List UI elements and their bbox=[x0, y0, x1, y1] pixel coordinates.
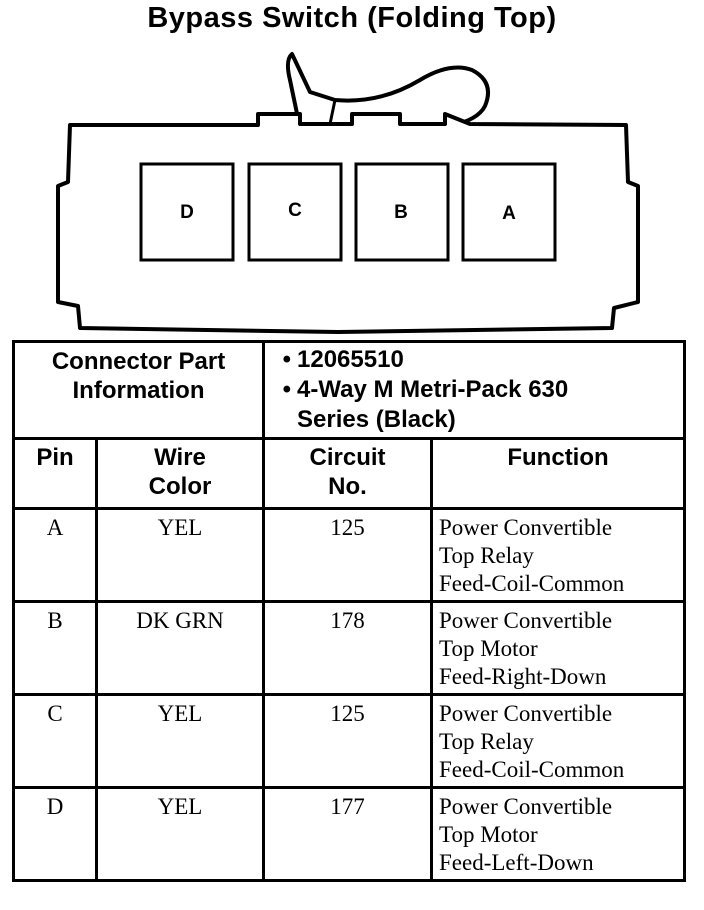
function-cell: Power Convertible Top Motor Feed-Right-D… bbox=[430, 600, 687, 696]
wire-color-cell: YEL bbox=[94, 786, 266, 882]
function-line: Feed-Right-Down bbox=[439, 664, 607, 689]
pin-cell: D bbox=[12, 786, 98, 882]
pin-label-a: A bbox=[502, 203, 516, 224]
wire-color-cell: YEL bbox=[94, 507, 266, 603]
connector-info-row: Connector Part Information • 12065510 • … bbox=[11, 340, 687, 440]
header-wire-color: Wire Color bbox=[94, 437, 266, 510]
pin-label-d: D bbox=[180, 202, 194, 223]
pin-cell: A bbox=[12, 507, 98, 603]
bullet-icon: • bbox=[282, 376, 292, 403]
circuit-cell: 177 bbox=[262, 786, 434, 882]
header-circuit: Circuit No. bbox=[262, 437, 434, 510]
function-cell: Power Convertible Top Relay Feed-Coil-Co… bbox=[430, 693, 687, 789]
header-circuit-line1: Circuit bbox=[309, 444, 386, 471]
circuit-cell: 125 bbox=[262, 507, 434, 603]
table-row: B DK GRN 178 Power Convertible Top Motor… bbox=[12, 600, 687, 696]
pin-cavity-c: C bbox=[247, 162, 343, 262]
connector-part-values-cell: • 12065510 • 4-Way M Metri-Pack 630 Seri… bbox=[262, 340, 687, 440]
function-line: Top Relay bbox=[439, 729, 534, 754]
connector-diagram: D C B A bbox=[56, 52, 640, 334]
connector-body bbox=[56, 112, 640, 334]
bullet-connector-type: • 4-Way M Metri-Pack 630 Series (Black) bbox=[265, 375, 683, 435]
function-line: Power Convertible bbox=[439, 794, 613, 819]
function-line: Power Convertible bbox=[439, 608, 613, 633]
function-line: Power Convertible bbox=[439, 701, 613, 726]
wire-color-cell: DK GRN bbox=[94, 600, 266, 696]
function-line: Feed-Coil-Common bbox=[439, 571, 625, 596]
pin-label-c: C bbox=[288, 200, 302, 221]
connector-type-line2: Series (Black) bbox=[297, 406, 456, 433]
pin-cell: C bbox=[12, 693, 98, 789]
function-line: Power Convertible bbox=[439, 515, 613, 540]
wire-color-cell: YEL bbox=[94, 693, 266, 789]
connector-table: Connector Part Information • 12065510 • … bbox=[11, 340, 687, 882]
connector-part-label-line2: Information bbox=[72, 377, 205, 404]
function-cell: Power Convertible Top Motor Feed-Left-Do… bbox=[430, 786, 687, 882]
connector-part-label-line1: Connector Part bbox=[51, 348, 226, 375]
page-title: Bypass Switch (Folding Top) bbox=[147, 2, 557, 34]
function-line: Top Motor bbox=[439, 822, 538, 847]
header-pin: Pin bbox=[12, 437, 98, 510]
part-number: 12065510 bbox=[297, 346, 404, 373]
pin-cavity-a: A bbox=[461, 162, 557, 262]
pin-label-b: B bbox=[394, 202, 408, 223]
circuit-cell: 178 bbox=[262, 600, 434, 696]
bullet-icon: • bbox=[282, 346, 292, 373]
pin-cavity-d: D bbox=[139, 162, 235, 262]
function-line: Feed-Left-Down bbox=[439, 850, 594, 875]
header-function: Function bbox=[430, 437, 687, 510]
header-wire-color-line1: Wire bbox=[154, 444, 206, 471]
connector-latch-clip bbox=[285, 52, 490, 129]
function-line: Top Motor bbox=[439, 636, 538, 661]
circuit-cell: 125 bbox=[262, 693, 434, 789]
connector-part-label-cell: Connector Part Information bbox=[11, 340, 266, 440]
table-row: C YEL 125 Power Convertible Top Relay Fe… bbox=[12, 693, 687, 789]
pin-cell: B bbox=[12, 600, 98, 696]
connector-type-line1: 4-Way M Metri-Pack 630 bbox=[297, 376, 569, 403]
function-cell: Power Convertible Top Relay Feed-Coil-Co… bbox=[430, 507, 687, 603]
table-row: A YEL 125 Power Convertible Top Relay Fe… bbox=[12, 507, 687, 603]
function-line: Top Relay bbox=[439, 543, 534, 568]
function-line: Feed-Coil-Common bbox=[439, 757, 625, 782]
table-header-row: Pin Wire Color Circuit No. Function bbox=[12, 437, 687, 510]
pin-cavity-b: B bbox=[354, 162, 450, 262]
bullet-part-number: • 12065510 bbox=[265, 345, 683, 375]
table-row: D YEL 177 Power Convertible Top Motor Fe… bbox=[12, 786, 687, 882]
header-circuit-line2: No. bbox=[328, 473, 367, 500]
header-wire-color-line2: Color bbox=[148, 473, 212, 500]
